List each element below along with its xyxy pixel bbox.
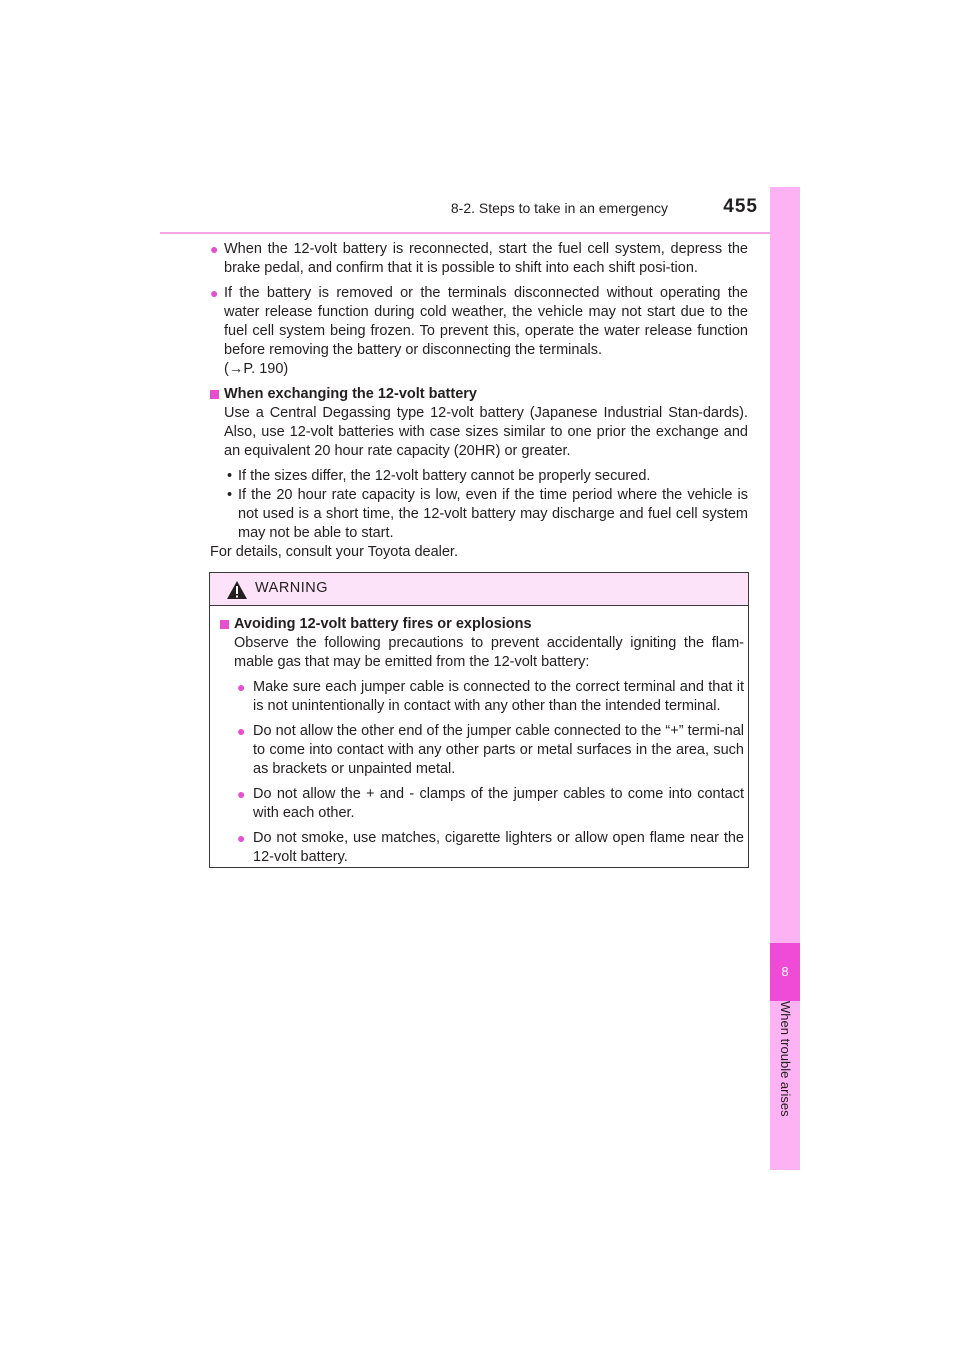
sub-bullet-item: • If the 20 hour rate capacity is low, e…	[210, 486, 748, 543]
paragraph: Use a Central Degassing type 12-volt bat…	[224, 405, 748, 459]
sub-bullet-dot-icon: •	[227, 468, 233, 484]
warning-body: Avoiding 12-volt battery fires or explos…	[220, 615, 744, 873]
warning-triangle-icon	[227, 581, 247, 599]
warning-item-text: Make sure each jumper cable is connected…	[253, 679, 744, 714]
warning-item: ● Make sure each jumper cable is connect…	[220, 678, 744, 716]
warning-item: ● Do not smoke, use matches, cigarette l…	[220, 829, 744, 867]
page-reference-link[interactable]: (→P. 190)	[224, 361, 289, 377]
warning-box: WARNING Avoiding 12-volt battery fires o…	[209, 572, 749, 868]
warning-header: WARNING	[210, 573, 748, 606]
sub-bullet-item: • If the sizes differ, the 12-volt batte…	[210, 467, 748, 486]
chapter-side-tab[interactable]	[770, 187, 800, 1170]
page-number: 455	[723, 196, 758, 217]
bullet-dot-icon: ●	[237, 786, 246, 802]
bullet-text: When the 12-volt battery is reconnected,…	[224, 241, 748, 276]
warning-title: WARNING	[255, 580, 329, 596]
header-divider	[160, 232, 800, 234]
warning-heading-text: Avoiding 12-volt battery fires or explos…	[234, 616, 532, 632]
main-content: ● When the 12-volt battery is reconnecte…	[210, 240, 748, 562]
section-title: 8-2. Steps to take in an emergency	[450, 200, 668, 216]
footer-note: For details, consult your Toyota dealer.	[210, 544, 458, 560]
bullet-dot-icon: ●	[210, 241, 219, 257]
bullet-item: ● When the 12-volt battery is reconnecte…	[210, 240, 748, 278]
warning-intro: Observe the following precautions to pre…	[234, 635, 744, 670]
bullet-text: If the battery is removed or the termina…	[224, 285, 748, 358]
section-heading: When exchanging the 12-volt battery	[210, 385, 748, 404]
chapter-number-box[interactable]: 8	[770, 943, 800, 1001]
warning-item: ● Do not allow the + and - clamps of the…	[220, 785, 744, 823]
warning-item: ● Do not allow the other end of the jump…	[220, 722, 744, 779]
warning-heading: Avoiding 12-volt battery fires or explos…	[220, 615, 744, 634]
bullet-item: ● If the battery is removed or the termi…	[210, 284, 748, 379]
bullet-dot-icon: ●	[210, 285, 219, 301]
chapter-title: When trouble arises	[778, 1001, 793, 1117]
warning-item-text: Do not allow the + and - clamps of the j…	[253, 786, 744, 821]
sub-bullet-text: If the 20 hour rate capacity is low, eve…	[238, 487, 748, 541]
bullet-dot-icon: ●	[237, 723, 246, 739]
sub-bullet-dot-icon: •	[227, 487, 233, 503]
warning-item-text: Do not smoke, use matches, cigarette lig…	[253, 830, 744, 865]
heading-text: When exchanging the 12-volt battery	[224, 386, 477, 402]
square-bullet-icon	[210, 390, 219, 399]
bullet-dot-icon: ●	[237, 830, 246, 846]
bullet-dot-icon: ●	[237, 679, 246, 695]
square-bullet-icon	[220, 620, 229, 629]
sub-bullet-text: If the sizes differ, the 12-volt battery…	[238, 468, 651, 484]
warning-item-text: Do not allow the other end of the jumper…	[253, 723, 744, 777]
